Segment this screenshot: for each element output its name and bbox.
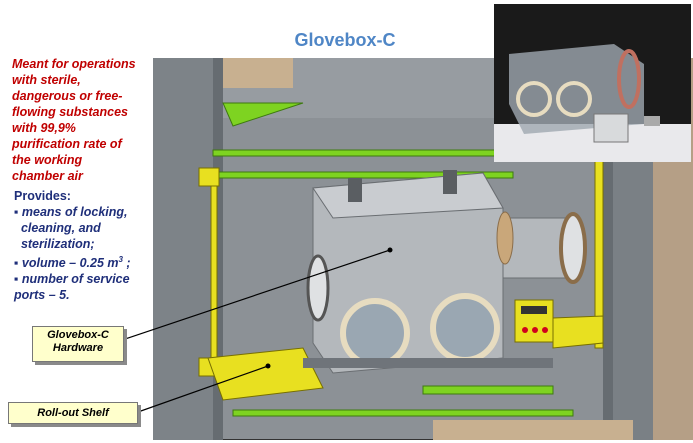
control-button (532, 327, 538, 333)
provides-item: ▪ means of locking, cleaning, and steril… (14, 204, 164, 252)
intro-line: purification rate of (12, 137, 122, 151)
glovebox-handle-right (443, 170, 457, 194)
volume-superscript: 3 (118, 255, 123, 264)
glovebox-handle-left (348, 178, 362, 202)
provides-item: ▪ volume – 0.25 m3 ; (14, 252, 164, 271)
provides-item-line: ▪ volume – 0.25 m (14, 256, 119, 271)
intro-line: with sterile, (12, 73, 81, 87)
green-rail-bottom (232, 409, 574, 417)
shelf-base (303, 358, 553, 368)
control-button (522, 327, 528, 333)
green-bracket (222, 102, 304, 127)
provides-heading: Provides: (14, 189, 71, 203)
yellow-mount-top (198, 167, 220, 187)
hardware-callout-line: Hardware (52, 342, 104, 354)
intro-description: Meant for operations with sterile, dange… (12, 56, 160, 184)
control-button (542, 327, 548, 333)
glovebox-photo (494, 4, 691, 162)
leader-dot-shelf (265, 363, 271, 369)
roll-out-shelf-left (207, 347, 324, 401)
provides-list: Provides: ▪ means of locking, cleaning, … (14, 188, 164, 303)
shelf-callout: Roll-out Shelf (8, 402, 138, 424)
provides-item-suffix: ; (122, 256, 131, 271)
provides-item-line: cleaning, and (14, 221, 101, 235)
page-title: Glovebox-C (294, 30, 396, 50)
control-display (521, 306, 547, 314)
green-rail-shelf (422, 385, 554, 395)
photo-control-box (593, 113, 629, 143)
leader-line-hardware (121, 249, 391, 341)
rack-bottom-panel (433, 420, 633, 440)
photo-side-port (617, 49, 641, 109)
photo-glove-port (556, 81, 592, 117)
roll-out-shelf-right (552, 315, 604, 349)
provides-item-line: ▪ means of locking, (14, 205, 128, 219)
leader-dot-hardware (387, 247, 393, 253)
hardware-callout-line: Glovebox-C (47, 329, 109, 341)
intro-line: dangerous or free- (12, 89, 123, 103)
leader-line-shelf (137, 365, 269, 413)
provides-item: ▪ number of service ports – 5. (14, 271, 164, 303)
side-port-ring (559, 212, 587, 284)
provides-item-line: ports – 5. (14, 288, 70, 303)
intro-line: Meant for operations (12, 57, 136, 71)
hardware-callout: Glovebox-C Hardware (32, 326, 124, 362)
rack-right-post (603, 58, 613, 440)
intro-line: chamber air (12, 169, 83, 183)
rack-top-panel (223, 58, 293, 88)
photo-glove-port (516, 81, 552, 117)
photo-accessory (644, 116, 660, 126)
side-port-flange (496, 211, 514, 265)
intro-line: flowing substances (12, 105, 128, 119)
intro-line: the working (12, 153, 83, 167)
rack-left-post (213, 58, 223, 440)
intro-line: with 99,9% (12, 121, 76, 135)
provides-item-line: ▪ number of service (14, 272, 130, 287)
provides-item-line: sterilization; (14, 237, 95, 251)
